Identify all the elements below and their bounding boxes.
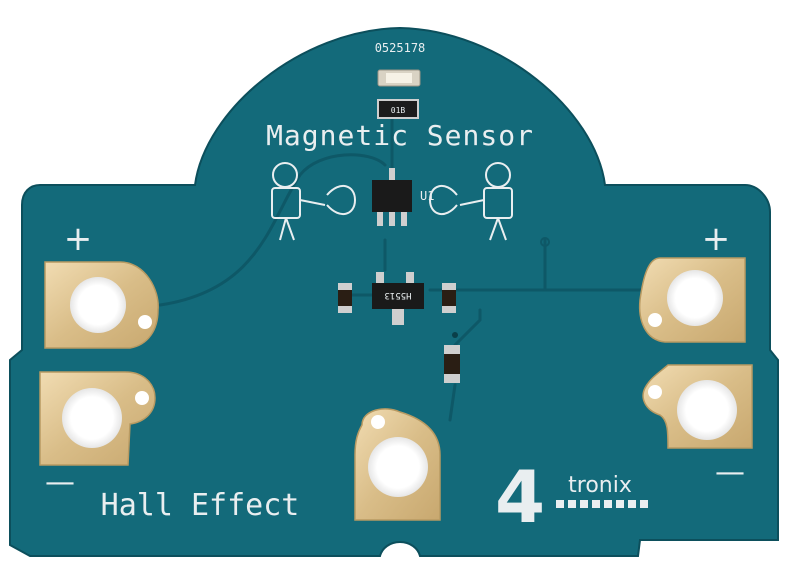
- brand-logo-name: tronix: [568, 473, 632, 498]
- brand-logo-dots: [556, 500, 648, 508]
- led: [377, 69, 421, 87]
- ic-top: [372, 168, 412, 226]
- resistor-mid: [442, 283, 456, 313]
- board-title: Magnetic Sensor: [266, 119, 534, 152]
- resistor-top: 01B: [377, 99, 419, 119]
- minus-left-label: —: [45, 465, 75, 500]
- brand-logo-digit: 4: [495, 455, 545, 539]
- pad-right-bottom: [642, 364, 753, 449]
- cartoon-figure-right-icon: [428, 162, 513, 241]
- plus-right-label: +: [702, 219, 731, 259]
- pad-left-bottom: [39, 371, 156, 466]
- minus-right-label: —: [715, 455, 745, 490]
- via: [540, 237, 550, 247]
- hall-sensor-ic: H5513: [372, 272, 424, 325]
- resistor-low: [444, 345, 460, 383]
- pad-bottom-center: [354, 408, 441, 521]
- board-subtitle: Hall Effect: [101, 488, 300, 523]
- resistor-left: [338, 283, 352, 313]
- via: [452, 332, 458, 338]
- svg-text:H5513: H5513: [384, 290, 411, 300]
- svg-text:01B: 01B: [391, 106, 406, 115]
- cartoon-figure-left-icon: [271, 162, 357, 241]
- serial-number: 0525178: [375, 41, 426, 55]
- pad-left-top: [44, 261, 159, 349]
- pad-right-top: [638, 257, 746, 343]
- plus-left-label: +: [64, 219, 93, 259]
